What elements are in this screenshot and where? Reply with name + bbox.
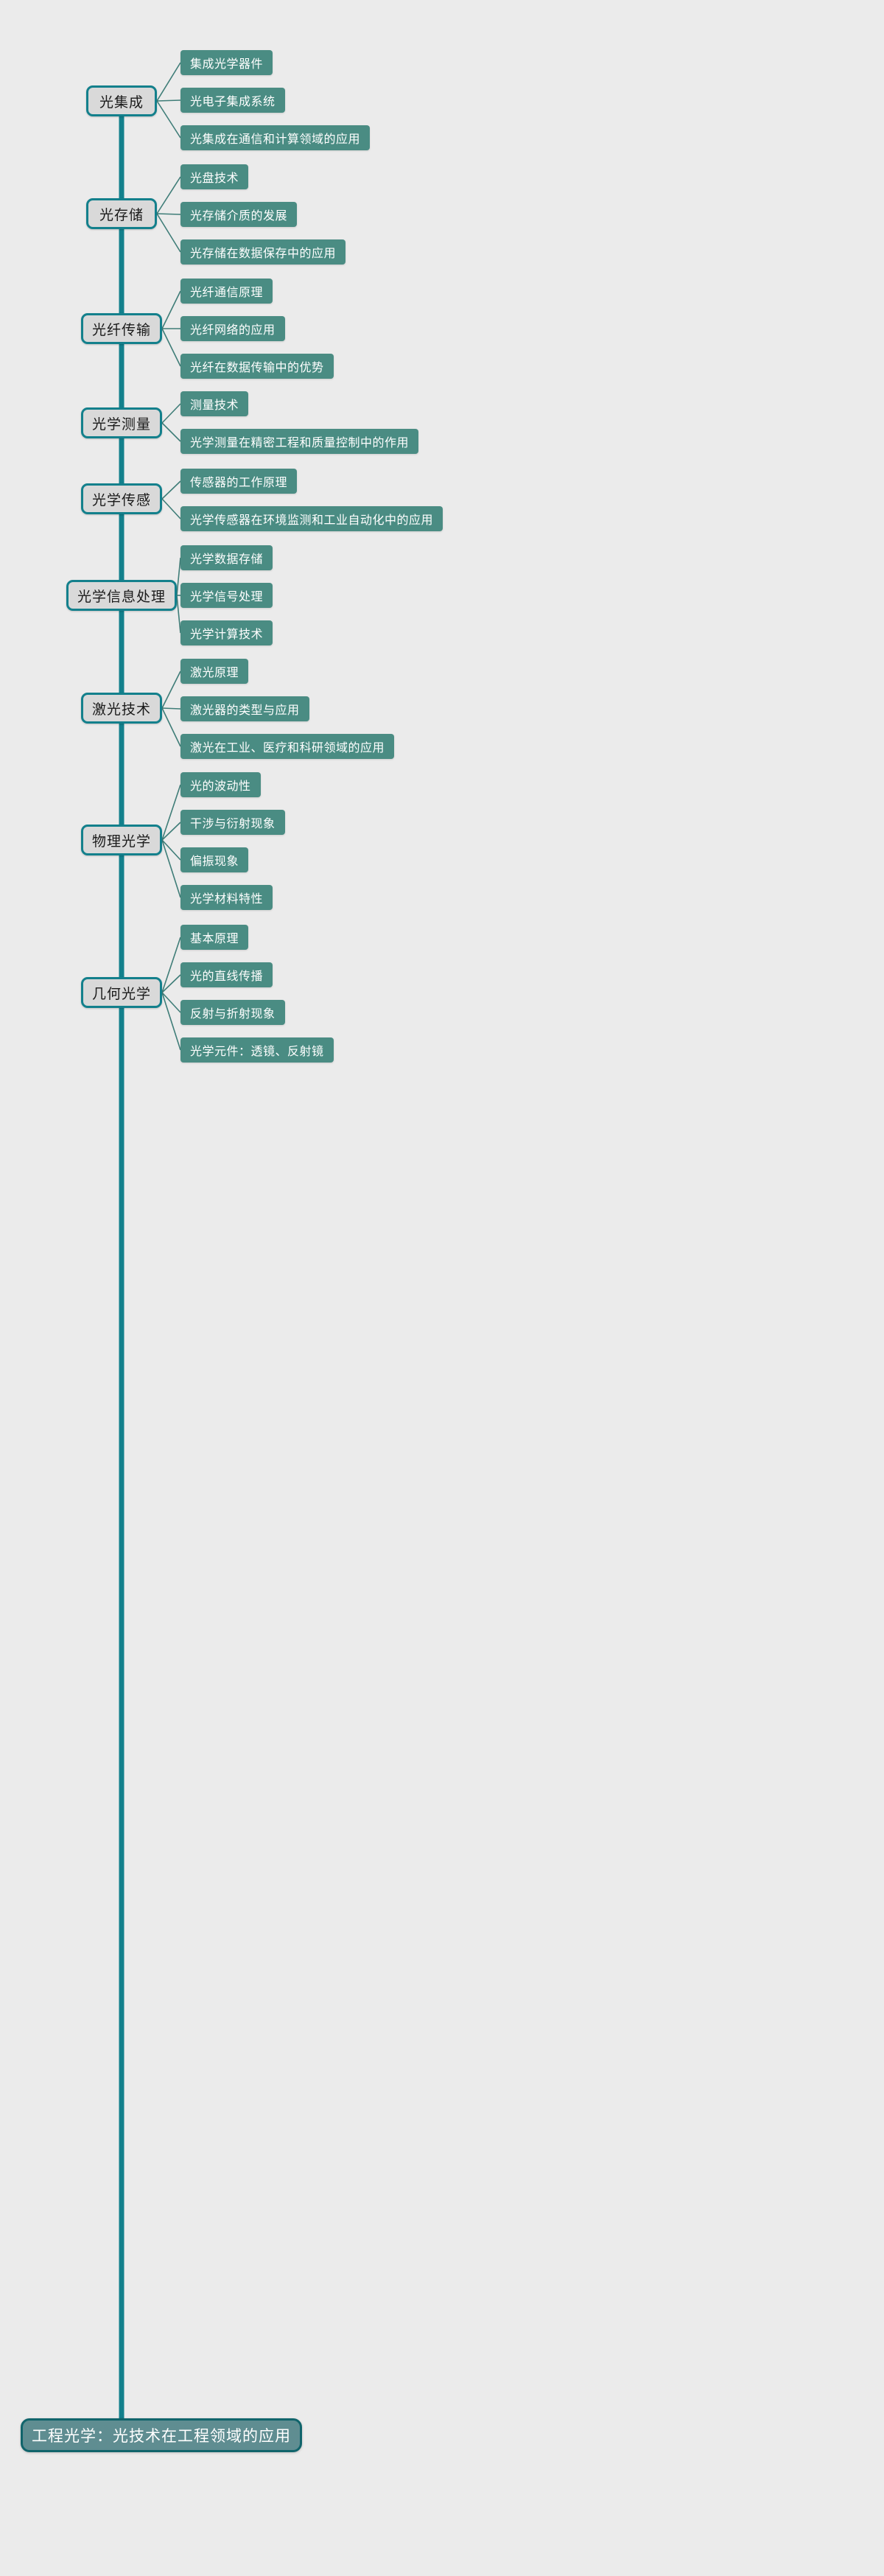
leaf-node-1-1[interactable]: 光存储介质的发展 bbox=[180, 202, 297, 227]
leaf-node-4-1-label: 光学传感器在环境监测和工业自动化中的应用 bbox=[190, 513, 434, 527]
leaf-node-0-0[interactable]: 集成光学器件 bbox=[180, 50, 273, 75]
leaf-node-8-1[interactable]: 光的直线传播 bbox=[180, 962, 273, 987]
leaf-node-3-1[interactable]: 光学测量在精密工程和质量控制中的作用 bbox=[180, 429, 418, 454]
branch-node-1[interactable]: 光存储 bbox=[86, 198, 157, 229]
leaf-node-0-1-label: 光电子集成系统 bbox=[190, 94, 276, 108]
branch-node-8-label: 几何光学 bbox=[92, 985, 152, 1002]
leaf-node-1-2-label: 光存储在数据保存中的应用 bbox=[190, 246, 337, 260]
leaf-node-2-0[interactable]: 光纤通信原理 bbox=[180, 279, 273, 304]
leaf-node-2-2-label: 光纤在数据传输中的优势 bbox=[190, 360, 324, 374]
leaf-node-8-3[interactable]: 光学元件：透镜、反射镜 bbox=[180, 1037, 334, 1063]
leaf-node-3-0[interactable]: 测量技术 bbox=[180, 391, 248, 416]
leaf-node-6-2-label: 激光在工业、医疗和科研领域的应用 bbox=[190, 741, 385, 755]
leaf-node-5-1[interactable]: 光学信号处理 bbox=[180, 583, 273, 608]
leaf-node-4-0-label: 传感器的工作原理 bbox=[190, 475, 288, 489]
leaf-node-1-2[interactable]: 光存储在数据保存中的应用 bbox=[180, 239, 345, 265]
leaf-node-7-3-label: 光学材料特性 bbox=[190, 892, 264, 906]
leaf-node-4-0[interactable]: 传感器的工作原理 bbox=[180, 469, 297, 494]
branch-node-3[interactable]: 光学测量 bbox=[81, 407, 162, 438]
root-node[interactable]: 工程光学：光技术在工程领域的应用 bbox=[21, 2418, 302, 2452]
branch-node-6-label: 激光技术 bbox=[92, 701, 152, 718]
leaf-node-7-2-label: 偏振现象 bbox=[190, 854, 239, 868]
leaf-node-2-1-label: 光纤网络的应用 bbox=[190, 323, 276, 337]
leaf-node-8-2[interactable]: 反射与折射现象 bbox=[180, 1000, 285, 1025]
leaf-node-8-3-label: 光学元件：透镜、反射镜 bbox=[190, 1044, 324, 1058]
leaf-node-8-0-label: 基本原理 bbox=[190, 931, 239, 945]
leaf-node-5-1-label: 光学信号处理 bbox=[190, 589, 264, 603]
branch-node-0[interactable]: 光集成 bbox=[86, 85, 157, 116]
leaf-node-1-0[interactable]: 光盘技术 bbox=[180, 164, 248, 189]
branch-node-7-label: 物理光学 bbox=[92, 833, 152, 850]
leaf-node-6-1-label: 激光器的类型与应用 bbox=[190, 703, 300, 717]
leaf-node-7-0-label: 光的波动性 bbox=[190, 779, 251, 793]
leaf-node-2-2[interactable]: 光纤在数据传输中的优势 bbox=[180, 354, 334, 379]
leaf-node-0-2-label: 光集成在通信和计算领域的应用 bbox=[190, 132, 361, 146]
leaf-node-6-1[interactable]: 激光器的类型与应用 bbox=[180, 696, 309, 721]
branch-node-7[interactable]: 物理光学 bbox=[81, 825, 162, 855]
leaf-node-4-1[interactable]: 光学传感器在环境监测和工业自动化中的应用 bbox=[180, 506, 443, 531]
branch-node-2-label: 光纤传输 bbox=[92, 321, 152, 338]
branch-node-2[interactable]: 光纤传输 bbox=[81, 313, 162, 344]
leaf-node-5-0[interactable]: 光学数据存储 bbox=[180, 545, 273, 570]
branch-node-8[interactable]: 几何光学 bbox=[81, 977, 162, 1008]
branch-node-5-label: 光学信息处理 bbox=[77, 588, 166, 605]
branch-node-3-label: 光学测量 bbox=[92, 416, 152, 433]
leaf-node-7-1-label: 干涉与衍射现象 bbox=[190, 816, 276, 830]
branch-node-1-label: 光存储 bbox=[99, 206, 144, 223]
leaf-node-5-2[interactable]: 光学计算技术 bbox=[180, 620, 273, 645]
leaf-node-8-2-label: 反射与折射现象 bbox=[190, 1007, 276, 1021]
leaf-node-5-2-label: 光学计算技术 bbox=[190, 627, 264, 641]
leaf-node-6-0-label: 激光原理 bbox=[190, 665, 239, 679]
branch-node-4-label: 光学传感 bbox=[92, 491, 152, 508]
leaf-node-2-0-label: 光纤通信原理 bbox=[190, 285, 264, 299]
branch-node-5[interactable]: 光学信息处理 bbox=[66, 580, 177, 611]
root-node-label: 工程光学：光技术在工程领域的应用 bbox=[32, 2427, 291, 2445]
leaf-node-7-3[interactable]: 光学材料特性 bbox=[180, 885, 273, 910]
branch-node-0-label: 光集成 bbox=[99, 94, 144, 111]
leaf-node-7-2[interactable]: 偏振现象 bbox=[180, 847, 248, 872]
leaf-node-8-0[interactable]: 基本原理 bbox=[180, 925, 248, 950]
leaf-node-7-0[interactable]: 光的波动性 bbox=[180, 772, 261, 797]
leaf-node-0-2[interactable]: 光集成在通信和计算领域的应用 bbox=[180, 125, 370, 150]
branch-node-6[interactable]: 激光技术 bbox=[81, 693, 162, 724]
leaf-node-6-0[interactable]: 激光原理 bbox=[180, 659, 248, 684]
leaf-node-7-1[interactable]: 干涉与衍射现象 bbox=[180, 810, 285, 835]
leaf-node-2-1[interactable]: 光纤网络的应用 bbox=[180, 316, 285, 341]
leaf-node-6-2[interactable]: 激光在工业、医疗和科研领域的应用 bbox=[180, 734, 394, 759]
leaf-node-0-1[interactable]: 光电子集成系统 bbox=[180, 88, 285, 113]
leaf-node-0-0-label: 集成光学器件 bbox=[190, 57, 264, 71]
leaf-node-8-1-label: 光的直线传播 bbox=[190, 969, 264, 983]
leaf-node-5-0-label: 光学数据存储 bbox=[190, 552, 264, 566]
leaf-node-1-1-label: 光存储介质的发展 bbox=[190, 209, 288, 223]
leaf-node-1-0-label: 光盘技术 bbox=[190, 171, 239, 185]
leaf-node-3-1-label: 光学测量在精密工程和质量控制中的作用 bbox=[190, 435, 410, 449]
leaf-node-3-0-label: 测量技术 bbox=[190, 398, 239, 412]
branch-node-4[interactable]: 光学传感 bbox=[81, 483, 162, 514]
